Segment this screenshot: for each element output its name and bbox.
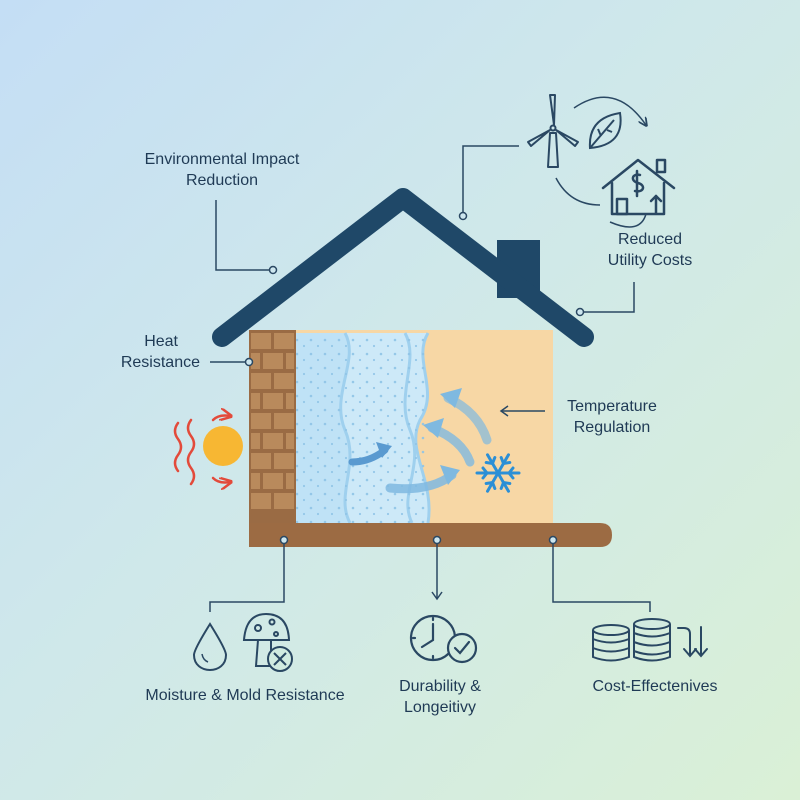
water-drop-icon <box>192 622 228 672</box>
label-reduced-utility-costs: Reduced Utility Costs <box>590 229 710 271</box>
arrow-down-icon <box>677 626 708 658</box>
house-dollar-icon <box>601 158 676 216</box>
brick-wall <box>249 330 296 523</box>
label-line: Reduced <box>617 231 683 248</box>
label-durability: Durability & Longeitivy <box>375 676 505 718</box>
coin-stack-icon <box>592 618 671 662</box>
label-heat-resistance: Heat Resistance <box>100 331 200 373</box>
label-cost-effectiveness: Cost-Effectenives <box>570 676 740 697</box>
label-line: Environmental Impact <box>144 151 300 168</box>
label-line: Reduction <box>185 172 259 189</box>
leaf-icon <box>588 111 622 150</box>
airflow-arrows <box>348 388 492 494</box>
sun-icon <box>203 426 243 466</box>
label-line: Heat <box>144 333 178 350</box>
label-temperature-regulation: Temperature Regulation <box>552 396 672 438</box>
label-environmental-impact: Environmental Impact Reduction <box>130 149 314 191</box>
label-moisture-mold: Moisture & Mold Resistance <box>120 685 370 706</box>
label-line: Temperature <box>567 398 657 415</box>
heat-waves <box>173 416 230 485</box>
roof <box>212 188 594 347</box>
label-line: Regulation <box>573 419 651 436</box>
wind-turbine-icon <box>527 94 579 168</box>
label-line: Durability & <box>399 678 481 695</box>
clock-check-icon <box>409 614 478 664</box>
insulation-layer <box>296 332 431 524</box>
snowflake-icon <box>475 453 521 493</box>
eco-cycle-arrows <box>555 96 646 228</box>
label-line: Resistance <box>120 354 200 371</box>
connector-lines <box>209 145 651 612</box>
floor-beam <box>249 523 612 547</box>
label-line: Longeitivy <box>403 699 477 716</box>
label-line: Moisture & Mold Resistance <box>145 687 345 704</box>
label-line: Cost-Effectenives <box>592 678 718 695</box>
mushroom-icon <box>242 612 293 672</box>
label-line: Utility Costs <box>607 252 693 269</box>
